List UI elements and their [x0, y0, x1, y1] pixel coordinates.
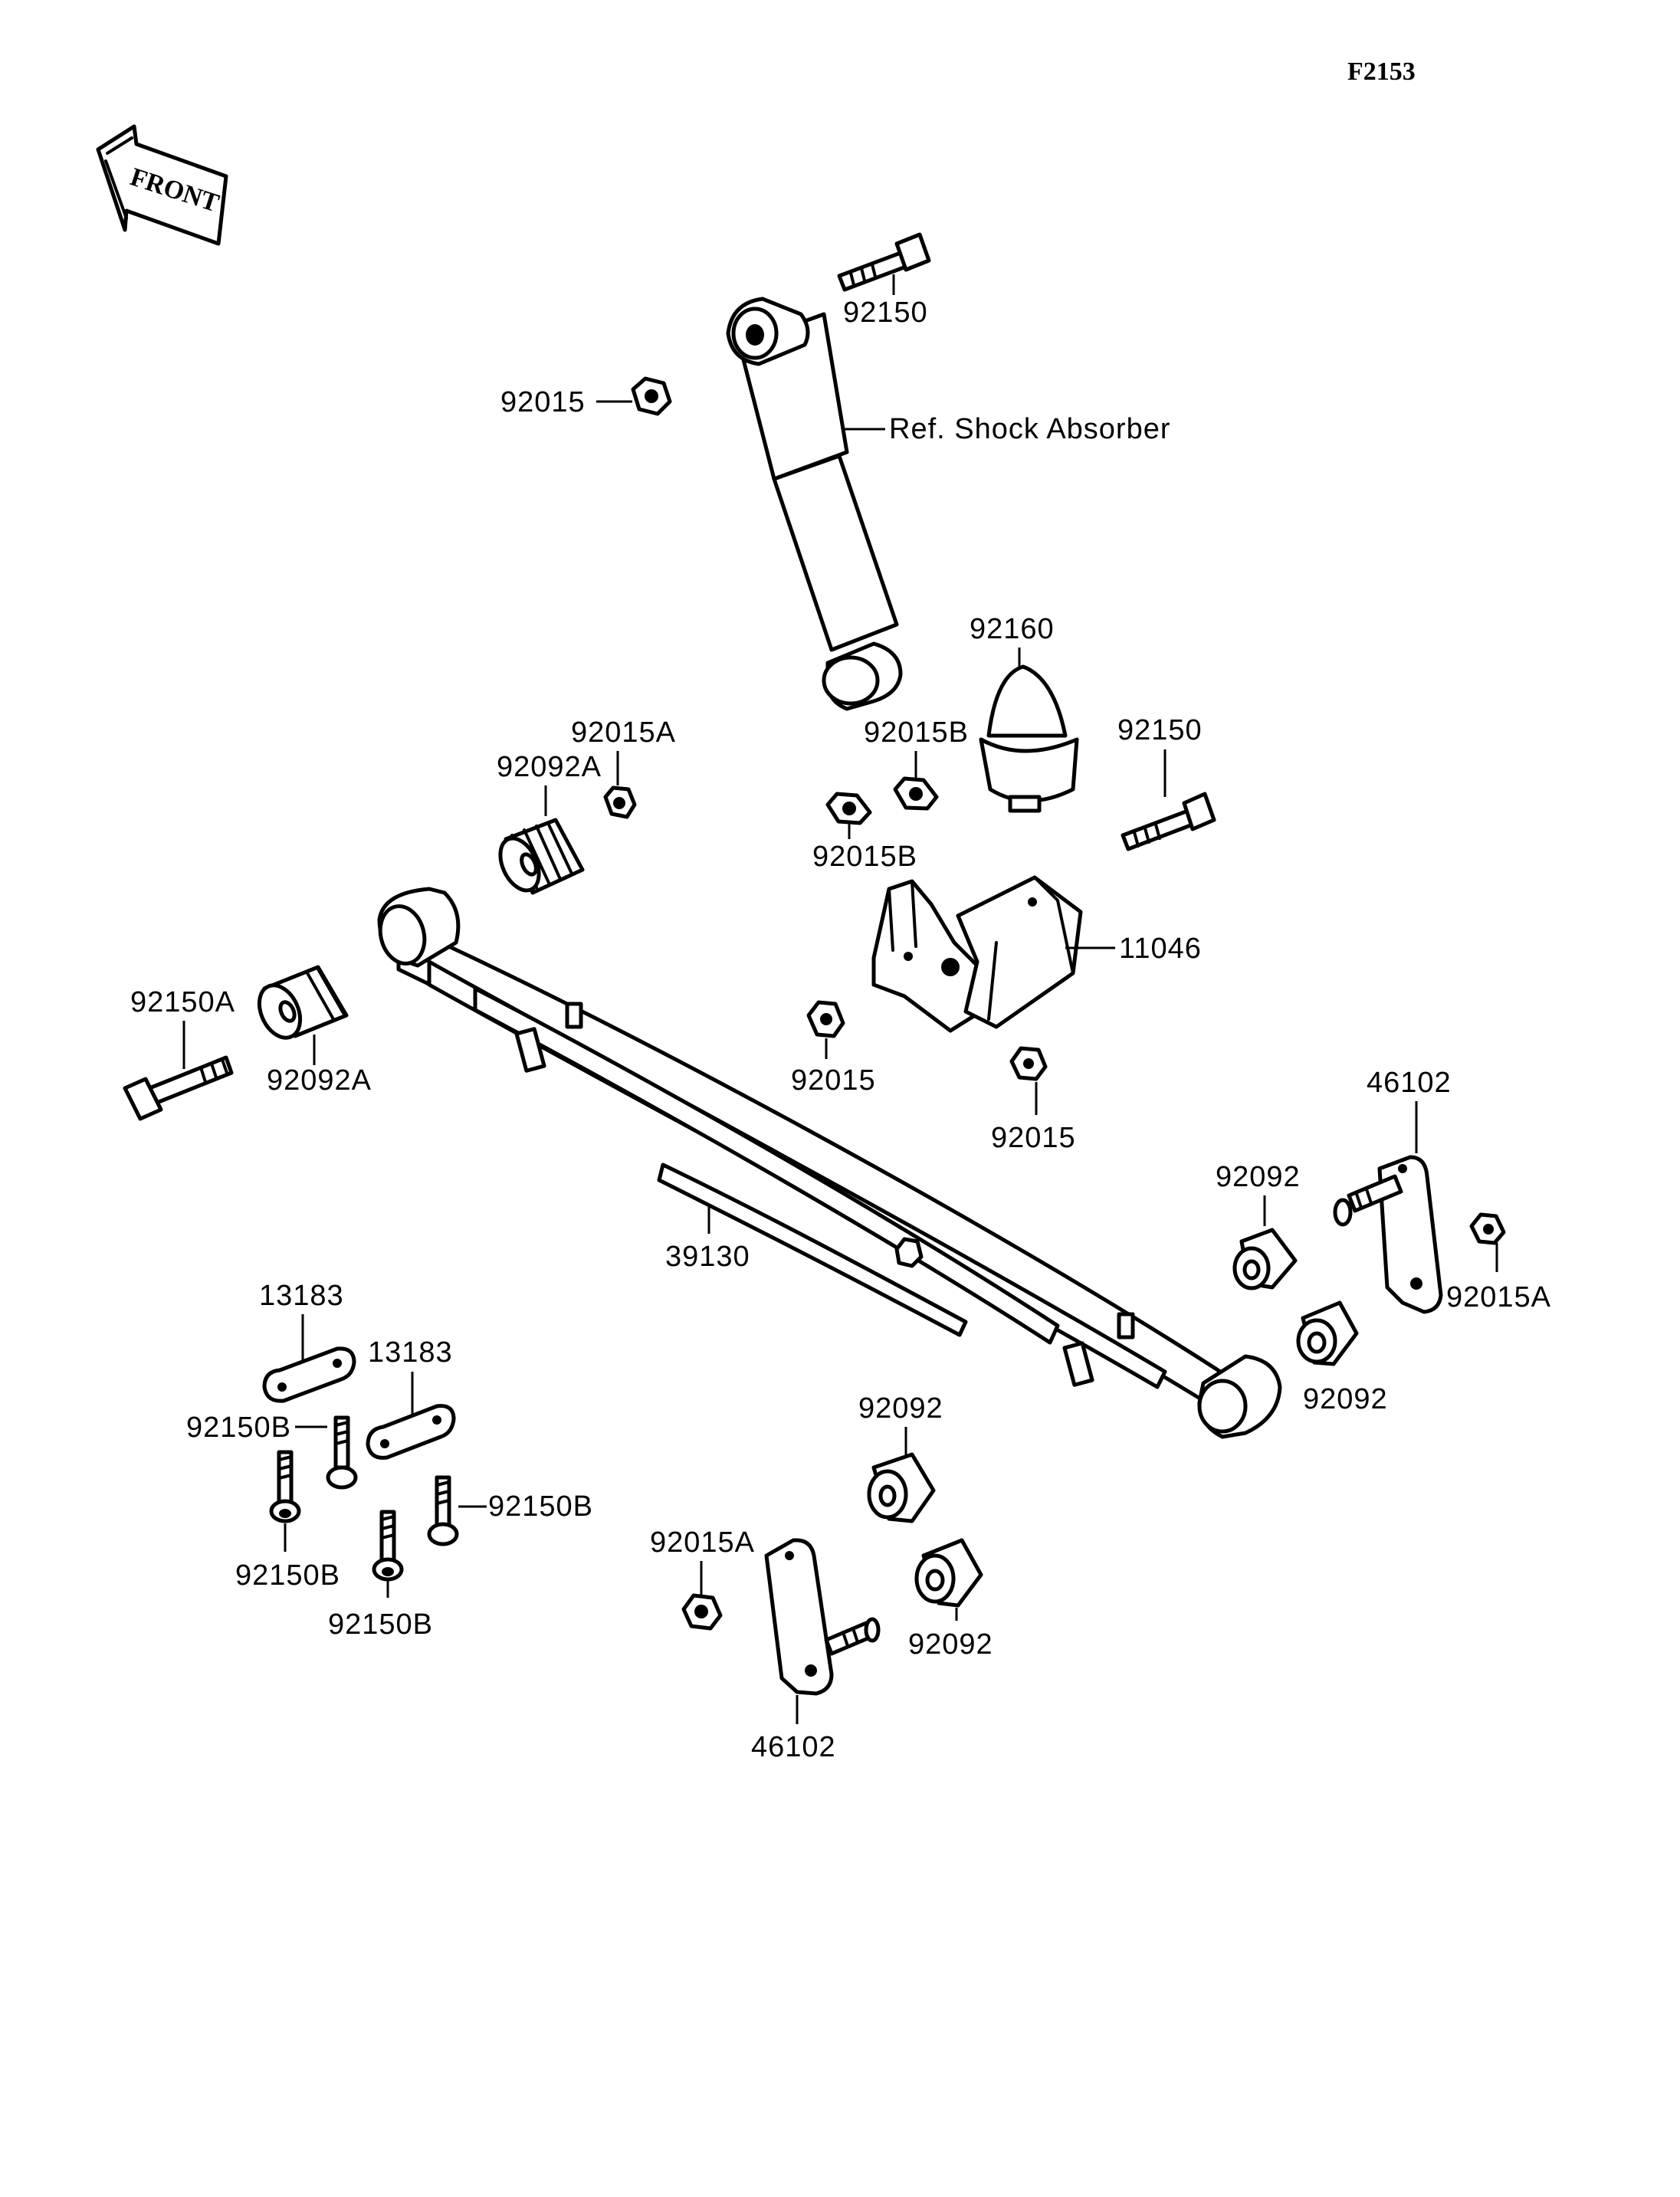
- bushing-c2-label: 92092: [908, 1628, 993, 1661]
- plate-2-icon: [366, 1404, 456, 1460]
- bolt-right-label: 92150: [1117, 714, 1203, 746]
- bushing-c2-icon: [914, 1538, 983, 1608]
- bushing-r2-label: 92092: [1303, 1383, 1388, 1415]
- bushing-r1-label: 92092: [1216, 1161, 1301, 1193]
- bump-stopper-icon: [979, 664, 1079, 813]
- nut-a-top-label: 92015A: [571, 716, 676, 749]
- nut-mid-icon: [806, 1000, 845, 1038]
- bracket-label: 11046: [1119, 933, 1202, 965]
- nut-b-bottom-label: 92015B: [812, 841, 917, 873]
- plate-1-label: 13183: [259, 1280, 344, 1312]
- nut-mid-label: 92015: [791, 1064, 876, 1097]
- nut-a-right-label: 92015A: [1446, 1281, 1551, 1313]
- nut-b-top-label: 92015B: [864, 716, 969, 749]
- leaf-spring-icon: [377, 887, 1282, 1439]
- shackle-right-label: 46102: [1367, 1067, 1452, 1099]
- bushing-a-left-icon: [257, 965, 349, 1040]
- bracket-icon: [871, 875, 1083, 1033]
- bolt-b-3-label: 92150B: [488, 1490, 593, 1523]
- bolt-top-icon: [837, 232, 931, 292]
- bolt-right-icon: [1121, 792, 1216, 851]
- nut-a-bottom-icon: [681, 1593, 723, 1631]
- bolt-b-1-icon: [326, 1415, 358, 1490]
- plate-1-icon: [262, 1346, 356, 1403]
- nut-top-icon: [631, 376, 672, 416]
- front-arrow-icon: FRONT: [96, 124, 228, 246]
- bolt-b-4-icon: [372, 1510, 404, 1582]
- shackle-bottom-label: 46102: [751, 1731, 836, 1763]
- stopper-label: 92160: [970, 613, 1055, 645]
- figure-code: F2153: [1347, 57, 1416, 86]
- ref-shock-label: Ref. Shock Absorber: [889, 413, 1171, 445]
- nut-b-top-icon: [893, 776, 939, 811]
- bushing-a-top-icon: [498, 818, 585, 895]
- nut-a-top-icon: [603, 785, 637, 819]
- bolt-b-2-icon: [269, 1450, 301, 1523]
- bushing-a-left-label: 92092A: [267, 1064, 372, 1097]
- bolt-b-3-icon: [427, 1475, 459, 1546]
- nut-a-right-icon: [1469, 1212, 1506, 1245]
- bolt-b-2-label: 92150B: [235, 1559, 340, 1592]
- nut-a-bottom-label: 92015A: [650, 1526, 755, 1559]
- leaf-spring-label: 39130: [665, 1241, 750, 1273]
- nut-b-bottom-icon: [825, 792, 872, 825]
- plate-2-label: 13183: [368, 1336, 453, 1369]
- bolt-b-1-label: 92150B: [186, 1412, 291, 1444]
- bushing-r1-icon: [1232, 1228, 1298, 1290]
- nut-bracket-icon: [1009, 1046, 1048, 1081]
- bolt-b-4-label: 92150B: [328, 1608, 433, 1641]
- bushing-c1-label: 92092: [858, 1392, 943, 1425]
- bolt-a-icon: [123, 1055, 234, 1121]
- bushing-a-top-label: 92092A: [497, 751, 602, 783]
- bolt-top-label: 92150: [843, 297, 928, 329]
- nut-bracket-label: 92015: [991, 1122, 1076, 1154]
- bushing-r2-icon: [1296, 1300, 1359, 1366]
- bolt-a-label: 92150A: [130, 986, 235, 1018]
- shock-absorber-drawing: [726, 297, 903, 711]
- shackle-bottom-icon: [764, 1538, 881, 1696]
- shackle-right-icon: [1333, 1155, 1443, 1314]
- nut-top-label: 92015: [500, 386, 586, 418]
- bushing-c1-icon: [867, 1452, 936, 1523]
